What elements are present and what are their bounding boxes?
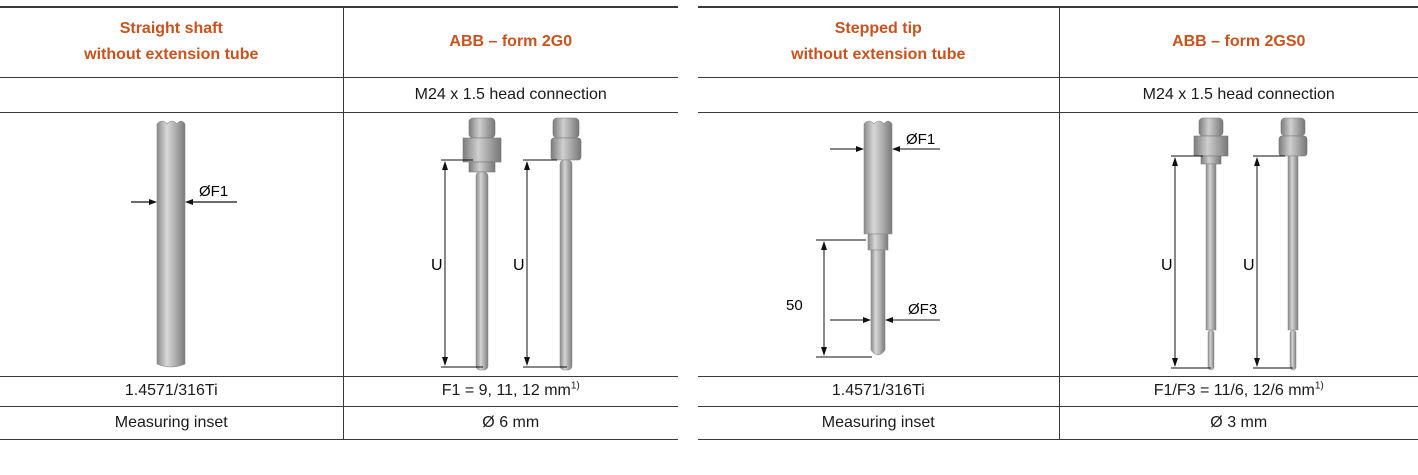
footnote-ref: 1) (570, 380, 580, 392)
footnote-ref: 1) (1314, 380, 1324, 392)
header-stepped-tip: Stepped tip without extension tube (698, 6, 1060, 78)
inset-value: Ø 6 mm (343, 406, 678, 440)
sub-row: M24 x 1.5 head connection (0, 77, 678, 113)
header-line-2: without extension tube (791, 46, 966, 64)
figure-form-2g0-cell: U U (343, 112, 678, 377)
length-u-label-a: U (431, 257, 443, 274)
header-straight-shaft: Straight shaft without extension tube (0, 6, 344, 78)
header-line-1: Straight shaft (119, 20, 223, 38)
inset-label: Measuring inset (698, 406, 1060, 440)
form-2gs0-figure: U U (1161, 117, 1308, 371)
header-row: Stepped tip without extension tube ABB –… (698, 6, 1418, 78)
table-straight-shaft: Straight shaft without extension tube AB… (0, 6, 678, 440)
sub-row: M24 x 1.5 head connection (698, 77, 1418, 113)
header-row: Straight shaft without extension tube AB… (0, 6, 678, 78)
diameter-f3-label: ØF3 (908, 301, 937, 318)
inset-row: Measuring inset Ø 3 mm (698, 406, 1418, 440)
step-length-label: 50 (786, 297, 803, 314)
header-form-2gs0: ABB – form 2GS0 (1059, 6, 1418, 78)
material-row: 1.4571/316Ti F1/F3 = 11/6, 12/6 mm1) (698, 376, 1418, 407)
diameter-spec-text: F1/F3 = 11/6, 12/6 mm (1153, 382, 1315, 399)
figure-row: ØF1 (0, 112, 678, 377)
diameter-spec: F1/F3 = 11/6, 12/6 mm1) (1059, 376, 1418, 407)
diameter-spec: F1 = 9, 11, 12 mm1) (343, 376, 678, 407)
diameter-spec-text: F1 = 9, 11, 12 mm (441, 382, 571, 399)
material-value: 1.4571/316Ti (698, 376, 1060, 407)
figure-form-2gs0-cell: U U (1059, 112, 1418, 377)
length-u-label-b: U (513, 257, 525, 274)
figure-row: ØF1 ØF3 50 (698, 112, 1418, 377)
table-stepped-tip: Stepped tip without extension tube ABB –… (698, 6, 1418, 440)
figure-straight-shaft-cell: ØF1 (0, 112, 344, 377)
header-line-1: Stepped tip (834, 20, 922, 38)
inset-row: Measuring inset Ø 6 mm (0, 406, 678, 440)
length-u-label-a: U (1161, 257, 1173, 274)
inset-label: Measuring inset (0, 406, 344, 440)
inset-value: Ø 3 mm (1059, 406, 1418, 440)
material-row: 1.4571/316Ti F1 = 9, 11, 12 mm1) (0, 376, 678, 407)
sub-empty (698, 77, 1060, 113)
header-form-2g0: ABB – form 2G0 (343, 6, 678, 78)
header-line-2: without extension tube (84, 46, 259, 64)
material-value: 1.4571/316Ti (0, 376, 344, 407)
diameter-f1-label: ØF1 (199, 183, 228, 200)
form-2g0-figure: U U (431, 117, 582, 371)
head-connection-label: M24 x 1.5 head connection (1059, 77, 1418, 113)
head-connection-label: M24 x 1.5 head connection (343, 77, 678, 113)
diameter-f1-label: ØF1 (906, 131, 935, 148)
length-u-label-b: U (1243, 257, 1255, 274)
figure-stepped-tip-cell: ØF1 ØF3 50 (698, 112, 1060, 377)
sub-empty (0, 77, 344, 113)
stepped-tip-figure: ØF1 ØF3 50 (786, 120, 941, 358)
straight-shaft-figure: ØF1 (131, 120, 238, 368)
